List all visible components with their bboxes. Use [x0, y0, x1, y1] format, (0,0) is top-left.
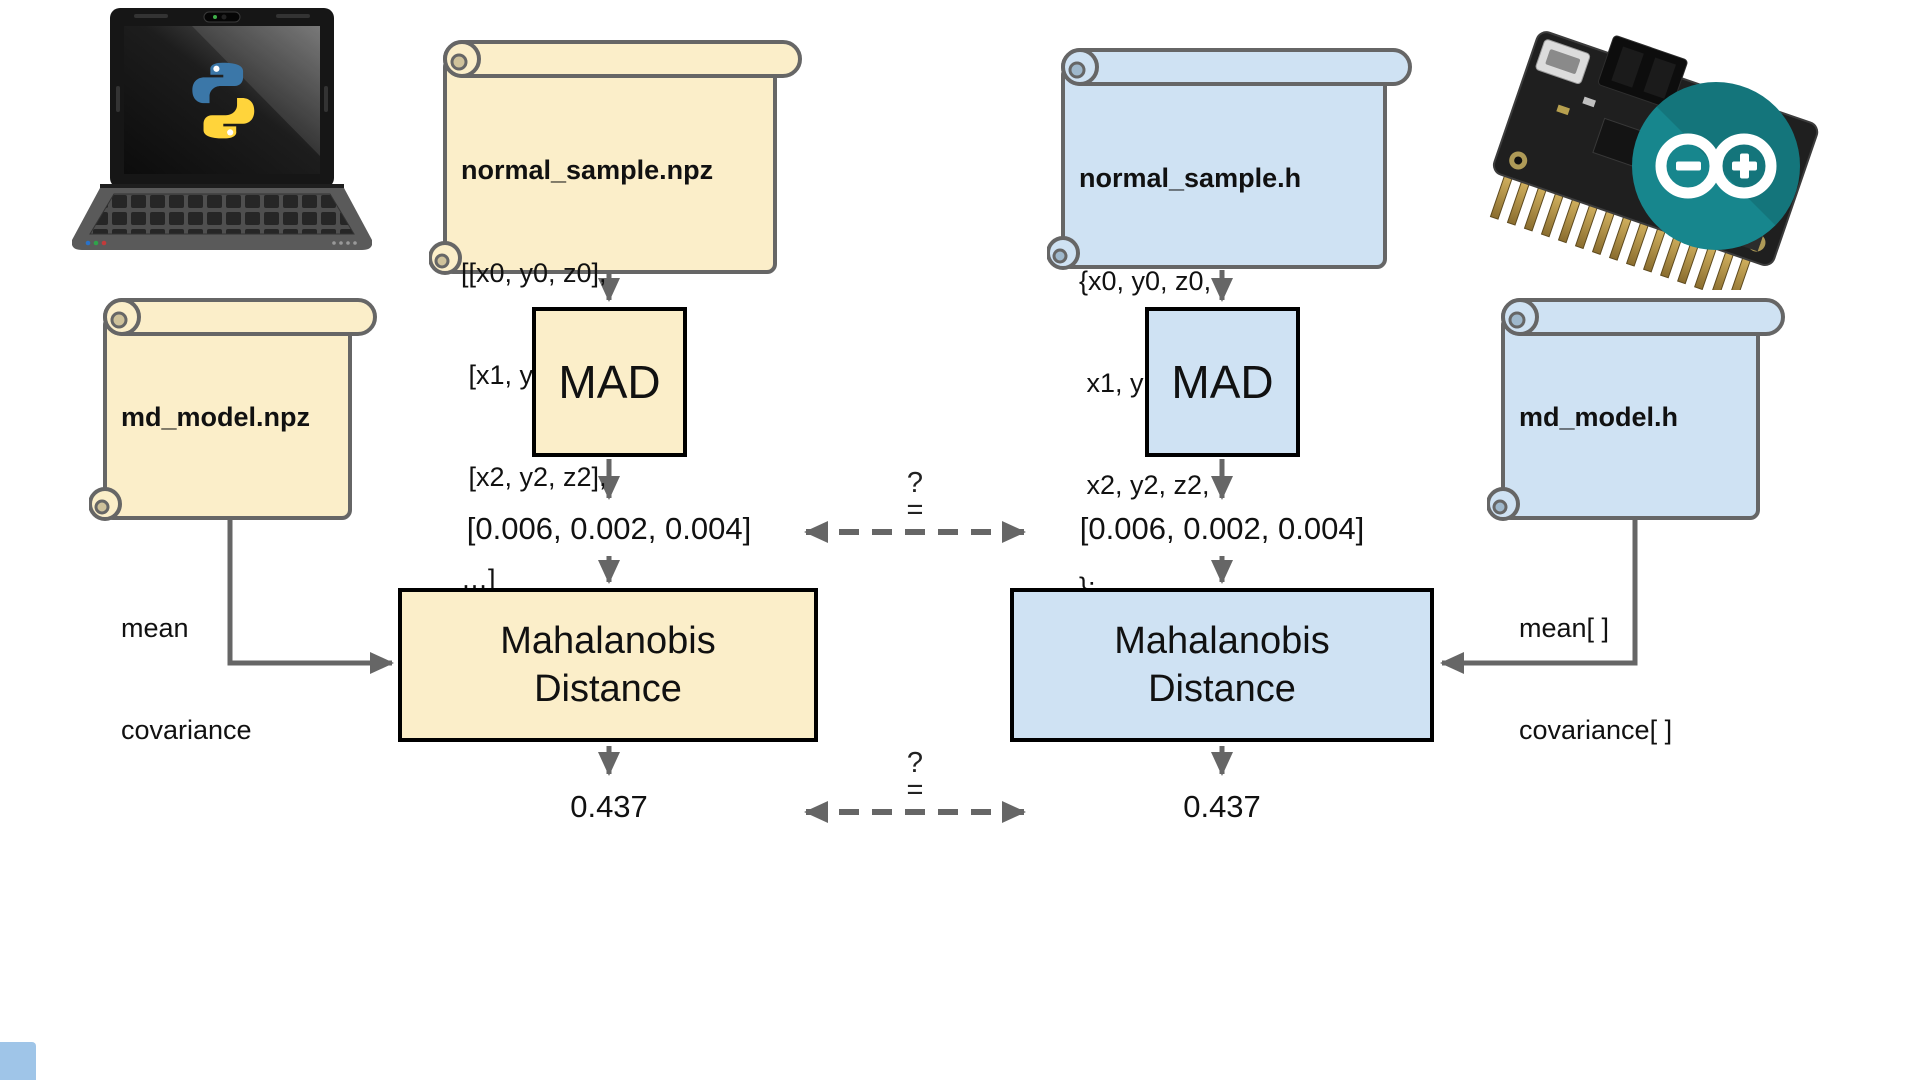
laptop-screen — [124, 26, 320, 174]
comparison-label-mad: ? = — [906, 467, 924, 526]
equals-sign: = — [906, 494, 924, 526]
scroll-line: covariance[ ] — [1519, 715, 1673, 745]
python-laptop-icon — [72, 6, 372, 264]
scroll-line: mean — [121, 613, 189, 643]
mad-output-left: [0.006, 0.002, 0.004] — [466, 511, 752, 546]
scroll-normal-sample-npz: normal_sample.npz [[x0, y0, z0], [x1, y1… — [429, 36, 806, 594]
scroll-line: [[x0, y0, z0], — [461, 258, 607, 288]
mahalanobis-box-label: Mahalanobis Distance — [500, 619, 716, 710]
mad-output-right: [0.006, 0.002, 0.004] — [1079, 511, 1365, 546]
mahalanobis-box-label: Mahalanobis Distance — [1114, 619, 1330, 710]
connector-model-to-distance-right — [1440, 520, 1638, 674]
scroll-line: covariance — [121, 715, 252, 745]
mahalanobis-box-right: Mahalanobis Distance — [1010, 588, 1434, 742]
mahalanobis-box-left: Mahalanobis Distance — [398, 588, 818, 742]
comparison-label-result: ? = — [906, 747, 924, 806]
scroll-md-model-h: md_model.h mean[ ] covariance[ ] — [1487, 294, 1789, 745]
mad-box-left: MAD — [532, 307, 687, 457]
mad-box-label: MAD — [1171, 356, 1274, 408]
mad-box-right: MAD — [1145, 307, 1300, 457]
scroll-title: normal_sample.h — [1079, 163, 1302, 193]
scroll-title: md_model.npz — [121, 402, 311, 432]
scroll-md-model-npz: md_model.npz mean covariance — [89, 294, 381, 745]
laptop-keyboard — [89, 193, 355, 235]
equals-sign: = — [906, 774, 924, 806]
question-mark: ? — [906, 467, 924, 499]
scroll-line: mean[ ] — [1519, 613, 1610, 643]
connector-model-to-distance-left — [227, 520, 394, 674]
arduino-board-icon — [1478, 18, 1828, 290]
python-logo — [192, 62, 255, 139]
distance-result-right: 0.437 — [1183, 789, 1261, 824]
scroll-title: normal_sample.npz — [461, 155, 714, 185]
board-pins — [1489, 170, 1753, 290]
scroll-title: md_model.h — [1519, 402, 1679, 432]
distance-result-left: 0.437 — [570, 789, 648, 824]
scroll-normal-sample-h: normal_sample.h {x0, y0, z0, x1, y1, z1,… — [1047, 44, 1416, 602]
partial-shape-bottom-left — [0, 1042, 36, 1080]
scroll-line: {x0, y0, z0, — [1079, 266, 1212, 296]
question-mark: ? — [906, 747, 924, 779]
arduino-logo — [1632, 82, 1800, 250]
scroll-line: x2, y2, z2, — [1079, 470, 1210, 500]
mad-box-label: MAD — [558, 356, 661, 408]
scroll-line: [x2, y2, z2], — [461, 462, 607, 492]
